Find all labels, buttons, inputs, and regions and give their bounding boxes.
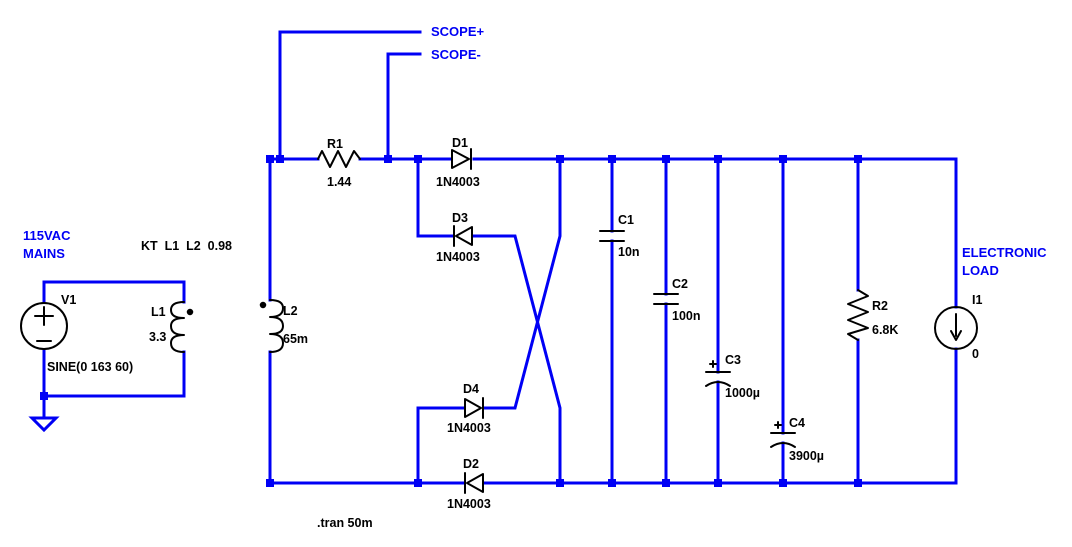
node [779, 155, 787, 163]
ground-icon [28, 416, 60, 433]
wire-v1-top [42, 280, 186, 304]
wires [42, 30, 958, 485]
wire-scope-minus [386, 52, 422, 161]
wire-v1-bottom [42, 348, 186, 398]
node [854, 479, 862, 487]
text-labels: SCOPE+ SCOPE- 115VAC MAINS ELECTRONIC LO… [23, 24, 1047, 530]
d3-value: 1N4003 [436, 250, 480, 264]
node [608, 155, 616, 163]
r2-resistor-icon[interactable] [847, 289, 869, 341]
wire-d4-left [416, 406, 466, 485]
r1-name: R1 [327, 137, 343, 151]
node [266, 479, 274, 487]
d2-diode-icon[interactable] [464, 472, 484, 494]
mains-label-line2: MAINS [23, 246, 65, 261]
d1-name: D1 [452, 136, 468, 150]
c1-capacitor-icon[interactable] [599, 230, 625, 242]
r1-value: 1.44 [327, 175, 351, 189]
d4-name: D4 [463, 382, 479, 396]
c3-polarized-capacitor-icon[interactable] [705, 360, 731, 387]
junction-nodes [40, 155, 862, 487]
d1-value: 1N4003 [436, 175, 480, 189]
i1-name: I1 [972, 293, 982, 307]
r1-resistor-icon[interactable] [317, 150, 361, 168]
l2-inductor-icon[interactable] [259, 299, 284, 353]
c2-capacitor-icon[interactable] [653, 293, 679, 305]
c1-value: 10n [618, 245, 640, 259]
c1-name: C1 [618, 213, 634, 227]
wire-d3-left [416, 157, 454, 238]
r2-name: R2 [872, 299, 888, 313]
scope-plus-label: SCOPE+ [431, 24, 485, 39]
d4-value: 1N4003 [447, 421, 491, 435]
d2-value: 1N4003 [447, 497, 491, 511]
mains-label-line1: 115VAC [23, 228, 71, 243]
node [608, 479, 616, 487]
d4-diode-icon[interactable] [464, 397, 484, 419]
c3-name: C3 [725, 353, 741, 367]
node [40, 392, 48, 400]
d3-name: D3 [452, 211, 468, 225]
wire-d3-cross [472, 234, 562, 485]
node [556, 479, 564, 487]
l1-name: L1 [151, 305, 166, 319]
c3-value: 1000µ [725, 386, 760, 400]
node [384, 155, 392, 163]
node [266, 155, 274, 163]
node [414, 479, 422, 487]
node [714, 479, 722, 487]
node [662, 479, 670, 487]
tran-directive: .tran 50m [317, 516, 373, 530]
d1-diode-icon[interactable] [451, 148, 472, 170]
v1-value: SINE(0 163 60) [47, 360, 133, 374]
i1-current-source-icon[interactable] [934, 306, 978, 350]
node [276, 155, 284, 163]
scope-minus-label: SCOPE- [431, 47, 481, 62]
l1-inductor-icon[interactable] [170, 301, 194, 353]
c2-name: C2 [672, 277, 688, 291]
l1-value: 3.3 [149, 330, 166, 344]
wire-d4-cross [482, 157, 562, 410]
node [714, 155, 722, 163]
d3-diode-icon[interactable] [453, 225, 473, 247]
v1-voltage-source-icon[interactable] [20, 302, 68, 350]
c4-value: 3900µ [789, 449, 824, 463]
c4-polarized-capacitor-icon[interactable] [770, 421, 796, 448]
i1-value: 0 [972, 347, 979, 361]
wire-scope-plus [278, 30, 422, 161]
v1-name: V1 [61, 293, 76, 307]
l2-name: L2 [283, 304, 298, 318]
d2-name: D2 [463, 457, 479, 471]
load-label-line1: ELECTRONIC [962, 245, 1047, 260]
l2-value: 65m [283, 332, 308, 346]
node [556, 155, 564, 163]
c4-name: C4 [789, 416, 805, 430]
coupling-directive: KT L1 L2 0.98 [141, 239, 232, 253]
node [414, 155, 422, 163]
r2-value: 6.8K [872, 323, 898, 337]
c2-value: 100n [672, 309, 701, 323]
node [662, 155, 670, 163]
node [779, 479, 787, 487]
node [854, 155, 862, 163]
load-label-line2: LOAD [962, 263, 999, 278]
